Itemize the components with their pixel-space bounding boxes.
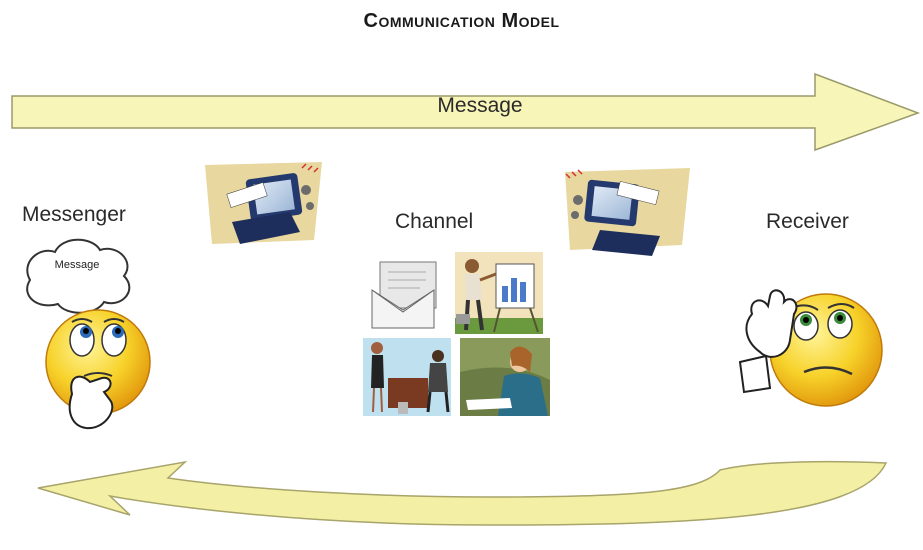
- meeting-icon: [363, 338, 451, 416]
- envelope-icon: [371, 261, 437, 329]
- diagram-title: Communication Model: [363, 10, 560, 32]
- receiver-label: Receiver: [766, 210, 849, 233]
- message-arrow-label: Message: [437, 94, 523, 117]
- computer-icon: [205, 162, 322, 244]
- thought-bubble-label: Message: [54, 259, 100, 271]
- feedback-arrow: [37, 460, 888, 526]
- computer-icon: [565, 168, 690, 256]
- listening-face-icon: [738, 289, 883, 407]
- phone-call-icon: [460, 338, 550, 416]
- presenter-icon: [455, 252, 543, 334]
- message-arrow: [11, 72, 921, 152]
- messenger-label: Messenger: [22, 203, 126, 226]
- channel-label: Channel: [395, 210, 474, 233]
- thinking-face-icon: [45, 309, 151, 430]
